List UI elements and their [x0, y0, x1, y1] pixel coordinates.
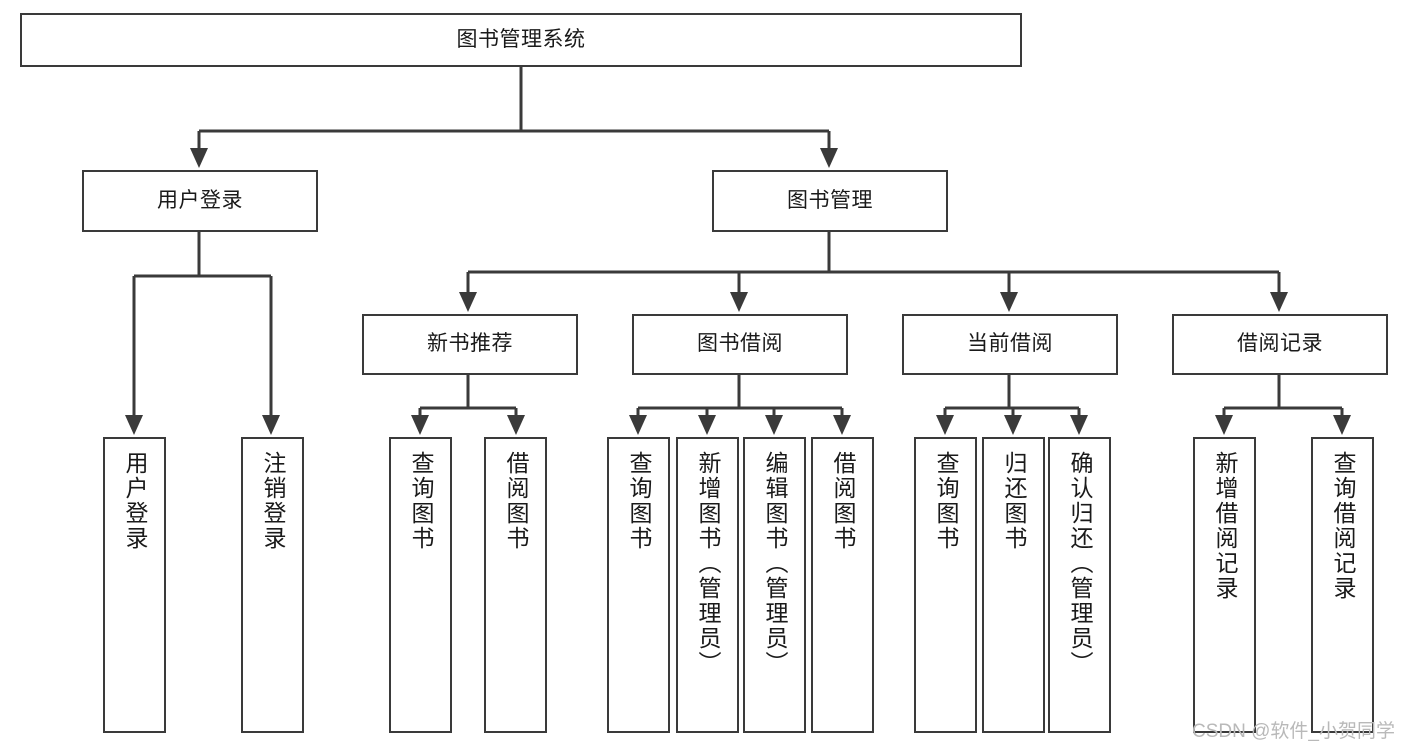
- node-label-leaf-borrow-book: 借阅图书: [830, 451, 856, 551]
- connector-c-rec2-l1: [1215, 408, 1233, 435]
- connector-c-cur-l3: [1070, 408, 1088, 435]
- node-label-book-management: 图书管理: [787, 188, 873, 212]
- connector-c-books-b: [730, 272, 748, 312]
- node-leaf-query-book-borrow[interactable]: 查询图书: [607, 437, 670, 733]
- connector-c-user-l1: [125, 276, 143, 435]
- node-leaf-query-book-recommend[interactable]: 查询图书: [389, 437, 452, 733]
- node-user-login[interactable]: 用户登录: [82, 170, 318, 232]
- connector-c-brw-l3: [765, 408, 783, 435]
- node-current-borrow[interactable]: 当前借阅: [902, 314, 1118, 375]
- node-leaf-edit-book-admin[interactable]: 编辑图书（管理员）: [743, 437, 806, 733]
- connector-c-brw-l1: [629, 408, 647, 435]
- connector-c-user-l2: [262, 276, 280, 435]
- connector-c-books-c: [1000, 272, 1018, 312]
- connector-c-books-a: [459, 272, 477, 312]
- node-label-leaf-query-book-borrow: 查询图书: [626, 451, 652, 551]
- node-borrow-records[interactable]: 借阅记录: [1172, 314, 1388, 375]
- node-label-leaf-logout: 注销登录: [260, 451, 286, 551]
- watermark: CSDN @软件_小贺同学: [1192, 721, 1395, 742]
- node-leaf-borrow-book[interactable]: 借阅图书: [811, 437, 874, 733]
- node-label-user-login: 用户登录: [157, 188, 243, 212]
- node-book-management[interactable]: 图书管理: [712, 170, 948, 232]
- node-label-leaf-add-book-admin: 新增图书（管理员）: [695, 451, 721, 676]
- connector-c-root-user: [190, 131, 208, 168]
- node-leaf-add-book-admin[interactable]: 新增图书（管理员）: [676, 437, 739, 733]
- node-book-borrow[interactable]: 图书借阅: [632, 314, 848, 375]
- node-label-leaf-borrow-book-recommend: 借阅图书: [503, 451, 529, 551]
- connector-c-rec2-l2: [1333, 408, 1351, 435]
- connector-c-books-d: [1270, 272, 1288, 312]
- node-label-leaf-edit-book-admin: 编辑图书（管理员）: [762, 451, 788, 676]
- node-leaf-borrow-book-recommend[interactable]: 借阅图书: [484, 437, 547, 733]
- node-leaf-return-book[interactable]: 归还图书: [982, 437, 1045, 733]
- connector-c-cur-l1: [936, 408, 954, 435]
- connector-c-cur-l2: [1004, 408, 1022, 435]
- node-leaf-query-book-current[interactable]: 查询图书: [914, 437, 977, 733]
- node-leaf-confirm-return-admin[interactable]: 确认归还（管理员）: [1048, 437, 1111, 733]
- connector-c-root-books: [820, 131, 838, 168]
- connector-c-brw-l2: [698, 408, 716, 435]
- node-label-leaf-add-borrow-record: 新增借阅记录: [1212, 451, 1238, 601]
- connector-c-brw-l4: [833, 408, 851, 435]
- node-leaf-query-borrow-record[interactable]: 查询借阅记录: [1311, 437, 1374, 733]
- node-label-leaf-user-login: 用户登录: [122, 451, 148, 551]
- node-label-borrow-records: 借阅记录: [1237, 332, 1323, 356]
- node-label-leaf-confirm-return-admin: 确认归还（管理员）: [1067, 451, 1093, 676]
- node-leaf-logout[interactable]: 注销登录: [241, 437, 304, 733]
- node-leaf-add-borrow-record[interactable]: 新增借阅记录: [1193, 437, 1256, 733]
- node-label-leaf-query-book-current: 查询图书: [933, 451, 959, 551]
- node-root[interactable]: 图书管理系统: [20, 13, 1022, 67]
- node-label-current-borrow: 当前借阅: [967, 332, 1053, 356]
- connector-c-rec-l2: [507, 408, 525, 435]
- node-new-book-recommend[interactable]: 新书推荐: [362, 314, 578, 375]
- node-label-new-book-recommend: 新书推荐: [427, 332, 513, 356]
- connector-c-rec-l1: [411, 408, 429, 435]
- node-label-book-borrow: 图书借阅: [697, 332, 783, 356]
- node-label-root: 图书管理系统: [456, 27, 586, 51]
- node-label-leaf-query-borrow-record: 查询借阅记录: [1330, 451, 1356, 601]
- node-label-leaf-return-book: 归还图书: [1001, 451, 1027, 551]
- node-leaf-user-login[interactable]: 用户登录: [103, 437, 166, 733]
- node-label-leaf-query-book-recommend: 查询图书: [408, 451, 434, 551]
